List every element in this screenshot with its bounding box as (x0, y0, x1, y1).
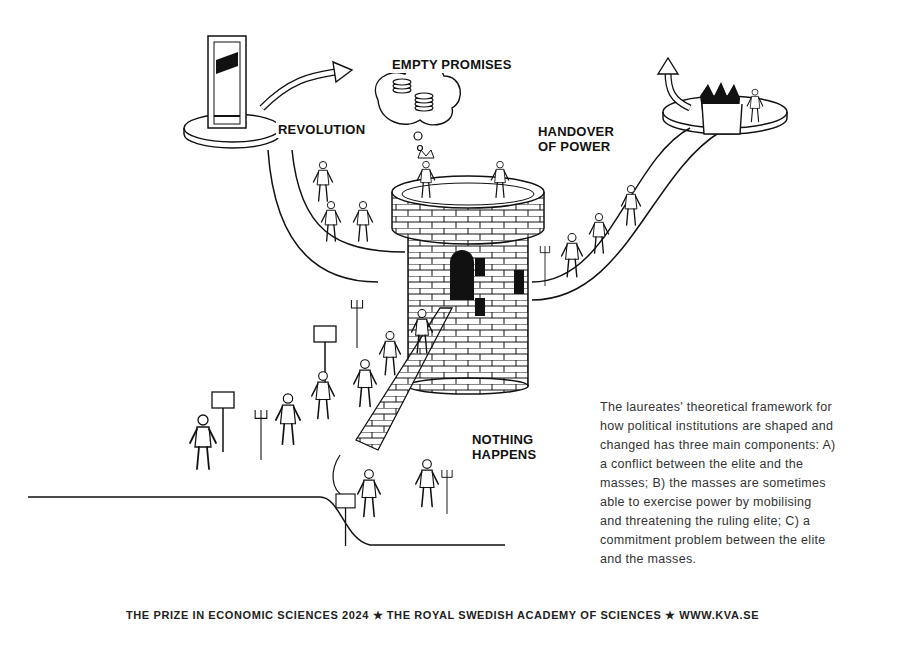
scene-label: HANDOVER OF POWER (536, 123, 632, 155)
footer-caption: THE PRIZE IN ECONOMIC SCIENCES 2024 ★ TH… (126, 609, 759, 622)
scene-label: REVOLUTION (276, 121, 367, 138)
scene-label: NOTHING HAPPENS (470, 431, 556, 463)
scene-label: EMPTY PROMISES (390, 56, 514, 73)
note-text: The laureates' theoretical framework for… (600, 398, 836, 569)
